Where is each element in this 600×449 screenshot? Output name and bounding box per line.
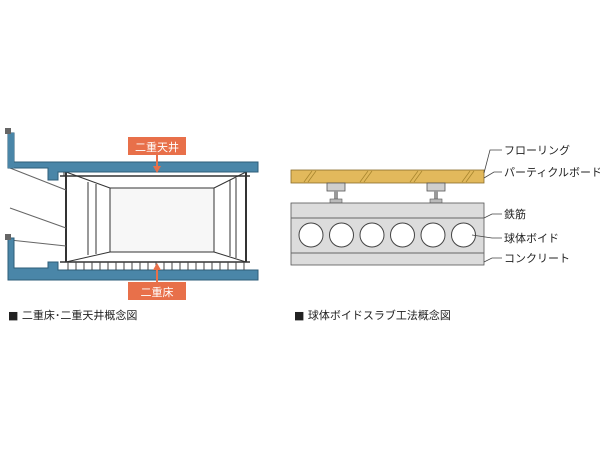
right-caption: ■ 球体ボイドスラブ工法概念図 bbox=[294, 308, 451, 322]
label-particle-board: パーティクルボード bbox=[504, 166, 600, 179]
void-sphere bbox=[298, 222, 324, 248]
label-concrete: コンクリート bbox=[504, 252, 570, 265]
void-sphere bbox=[329, 222, 354, 248]
label-flooring: フローリング bbox=[504, 143, 570, 157]
lower-slab bbox=[5, 234, 259, 281]
room-perspective bbox=[9, 167, 247, 263]
rebar-lines bbox=[291, 217, 484, 254]
double-floor-ceiling-diagram: 二重天井 二重床 ■ 二重床･二重天井概念図 bbox=[5, 128, 259, 322]
void-sphere bbox=[451, 222, 476, 248]
label-void-sphere: 球体ボイド bbox=[504, 231, 559, 245]
upper-slab bbox=[5, 128, 259, 181]
void-sphere bbox=[420, 222, 446, 248]
double-ceiling-label: 二重天井 bbox=[135, 140, 179, 154]
void-sphere bbox=[390, 222, 415, 248]
left-caption: ■ 二重床･二重天井概念図 bbox=[8, 308, 137, 322]
double-floor-label: 二重床 bbox=[141, 285, 174, 299]
floor-support-legs bbox=[67, 262, 245, 270]
component-labels: フローリング パーティクルボード 鉄筋 球体ボイド コンクリート bbox=[504, 143, 600, 265]
leader-lines bbox=[471, 149, 502, 263]
label-rebar: 鉄筋 bbox=[504, 207, 526, 221]
double-ceiling-tag: 二重天井 bbox=[128, 137, 186, 173]
void-spheres bbox=[298, 222, 476, 248]
void-sphere bbox=[359, 222, 385, 248]
void-slab-diagram: フローリング パーティクルボード 鉄筋 球体ボイド コンクリート ■ 球体ボイド… bbox=[290, 143, 600, 322]
double-floor-tag: 二重床 bbox=[128, 263, 186, 300]
support-posts bbox=[326, 182, 446, 204]
flooring-board bbox=[290, 169, 485, 184]
wood-grain bbox=[303, 170, 475, 183]
